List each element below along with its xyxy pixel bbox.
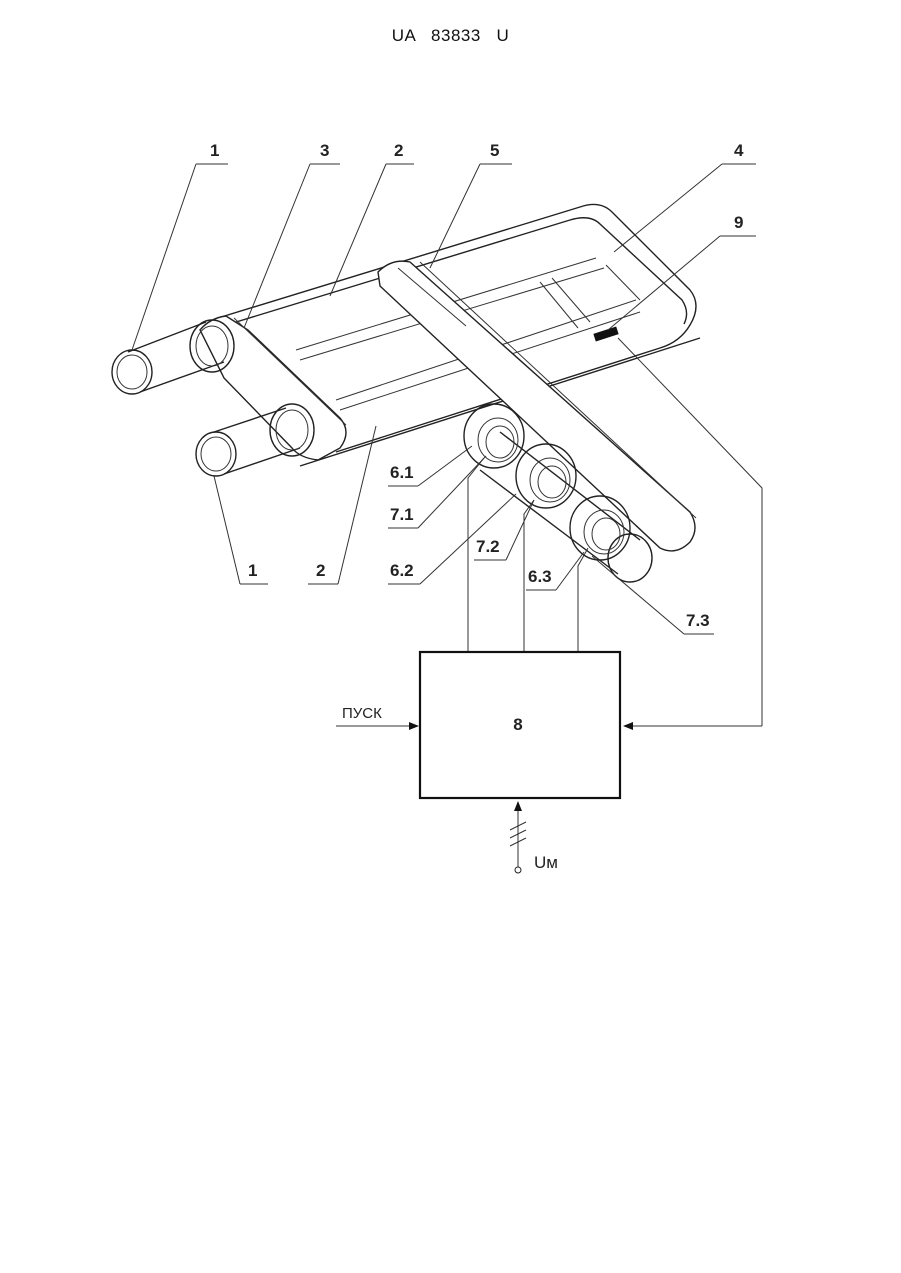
label-sensor: 9: [734, 213, 743, 232]
label-strip-top: 2: [394, 141, 403, 160]
label-ring-6-3: 6.3: [528, 567, 552, 586]
label-pipe-bottom: 1: [248, 561, 257, 580]
supply-input: [510, 802, 526, 873]
label-holder: 3: [320, 141, 329, 160]
label-ring-6-1: 6.1: [390, 463, 414, 482]
label-ring-7-3: 7.3: [686, 611, 710, 630]
start-label: ПУСК: [342, 705, 382, 722]
label-loop: 4: [734, 141, 744, 160]
supply-label: Uм: [534, 853, 558, 872]
block-label: 8: [513, 715, 522, 734]
label-band: 5: [490, 141, 499, 160]
sensor-9: [593, 326, 618, 341]
cross-band-5: [378, 261, 696, 551]
label-ring-7-2: 7.2: [476, 537, 500, 556]
label-pipe-top: 1: [210, 141, 219, 160]
label-ring-7-1: 7.1: [390, 505, 414, 524]
ring-6-3: [570, 496, 630, 560]
ring-6-1: [464, 404, 524, 468]
label-strip-bottom: 2: [316, 561, 325, 580]
leader-lines: [132, 164, 756, 634]
label-ring-6-2: 6.2: [390, 561, 414, 580]
ring-6-2: [516, 444, 576, 508]
